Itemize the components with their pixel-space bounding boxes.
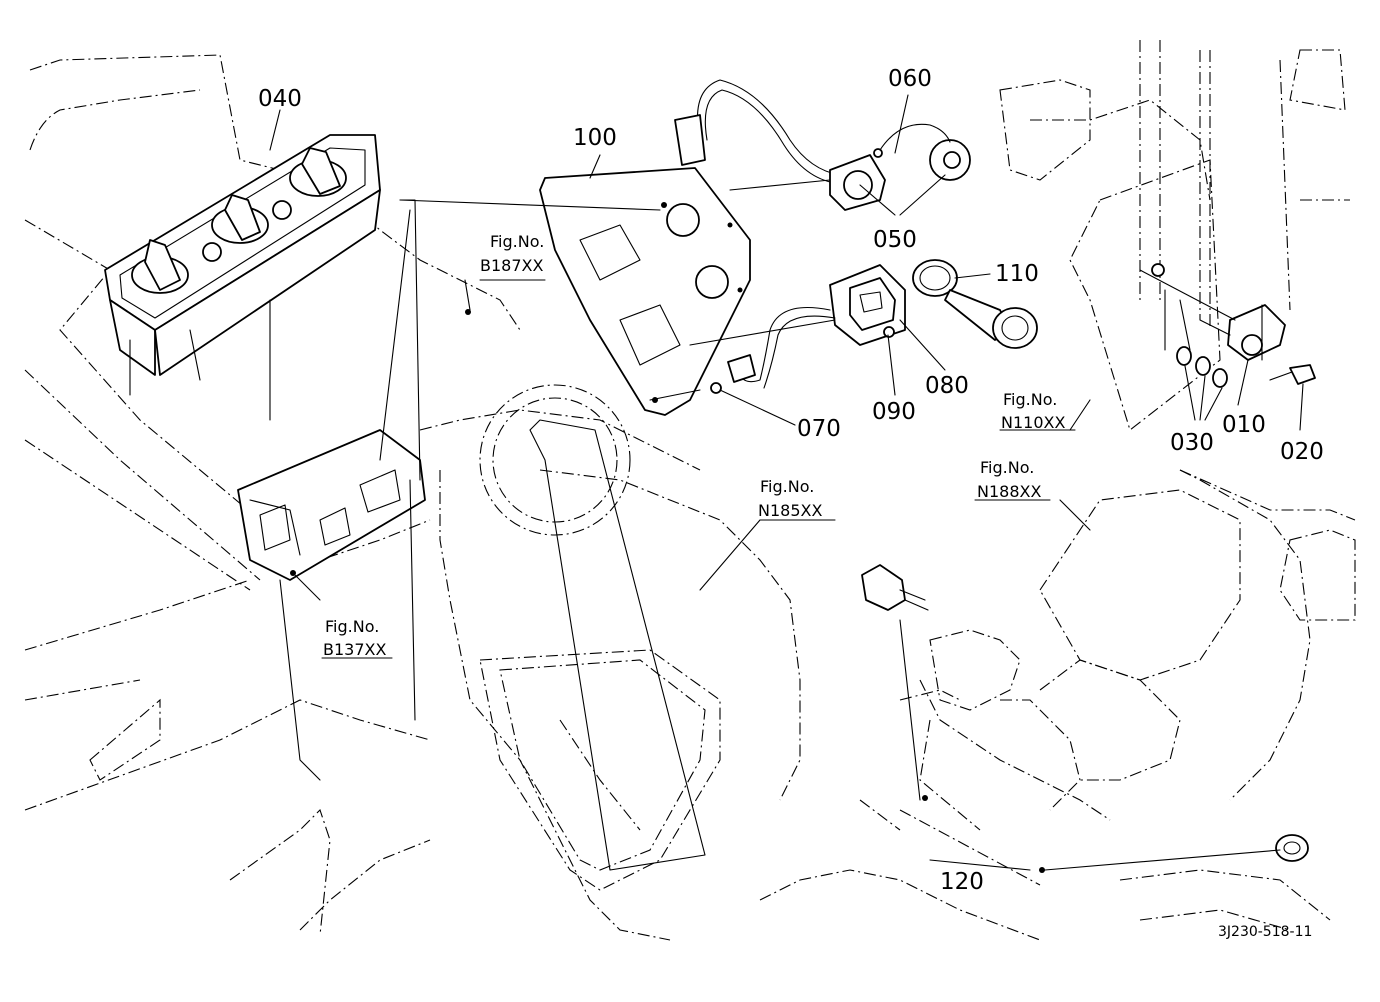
label-120[interactable]: 120	[940, 869, 984, 895]
ecu-module	[237, 429, 426, 581]
fig-ref-b137-code[interactable]: B137XX	[323, 640, 386, 659]
fig-ref-b187-code[interactable]: B187XX	[480, 256, 543, 275]
label-030[interactable]: 030	[1170, 430, 1214, 456]
part-110-cap[interactable]	[912, 259, 1038, 349]
part-050-socket[interactable]	[674, 79, 971, 211]
label-070[interactable]: 070	[797, 416, 841, 442]
label-090[interactable]: 090	[872, 399, 916, 425]
drawing-code: 3J230-518-11	[1218, 924, 1312, 940]
leader-lines	[269, 94, 1304, 886]
fig-ref-b187-title[interactable]: Fig.No.	[490, 232, 544, 251]
label-010[interactable]: 010	[1222, 412, 1266, 438]
label-020[interactable]: 020	[1280, 439, 1324, 465]
part-010-switch[interactable]	[1227, 304, 1286, 361]
label-040[interactable]: 040	[258, 86, 302, 112]
label-080[interactable]: 080	[925, 373, 969, 399]
fig-ref-n188-title[interactable]: Fig.No.	[980, 458, 1034, 477]
cabin-background	[24, 40, 1356, 941]
label-050[interactable]: 050	[873, 227, 917, 253]
figure-ref-labels: Fig.No. B187XX Fig.No. B137XX Fig.No. N1…	[323, 232, 1065, 659]
fig-ref-n185-code[interactable]: N185XX	[758, 501, 822, 520]
fig-ref-b137-title[interactable]: Fig.No.	[325, 617, 379, 636]
part-labels: 040 100 060 050 110 080 090 070 030 010 …	[258, 66, 1324, 895]
fig-ref-n110-title[interactable]: Fig.No.	[1003, 390, 1057, 409]
label-100[interactable]: 100	[573, 125, 617, 151]
part-020-screw[interactable]	[1269, 364, 1316, 385]
fig-ref-n110-code[interactable]: N110XX	[1001, 413, 1065, 432]
part-030-washers[interactable]	[1151, 263, 1228, 388]
part-120-plug[interactable]	[861, 564, 1309, 862]
label-060[interactable]: 060	[888, 66, 932, 92]
part-080-outlet-socket[interactable]	[710, 264, 906, 394]
fig-ref-n188-code[interactable]: N188XX	[977, 482, 1041, 501]
label-110[interactable]: 110	[995, 261, 1039, 287]
fig-ref-n185-title[interactable]: Fig.No.	[760, 477, 814, 496]
part-100-bracket-plate[interactable]	[539, 167, 751, 416]
part-040-switch-panel[interactable]	[104, 134, 381, 421]
